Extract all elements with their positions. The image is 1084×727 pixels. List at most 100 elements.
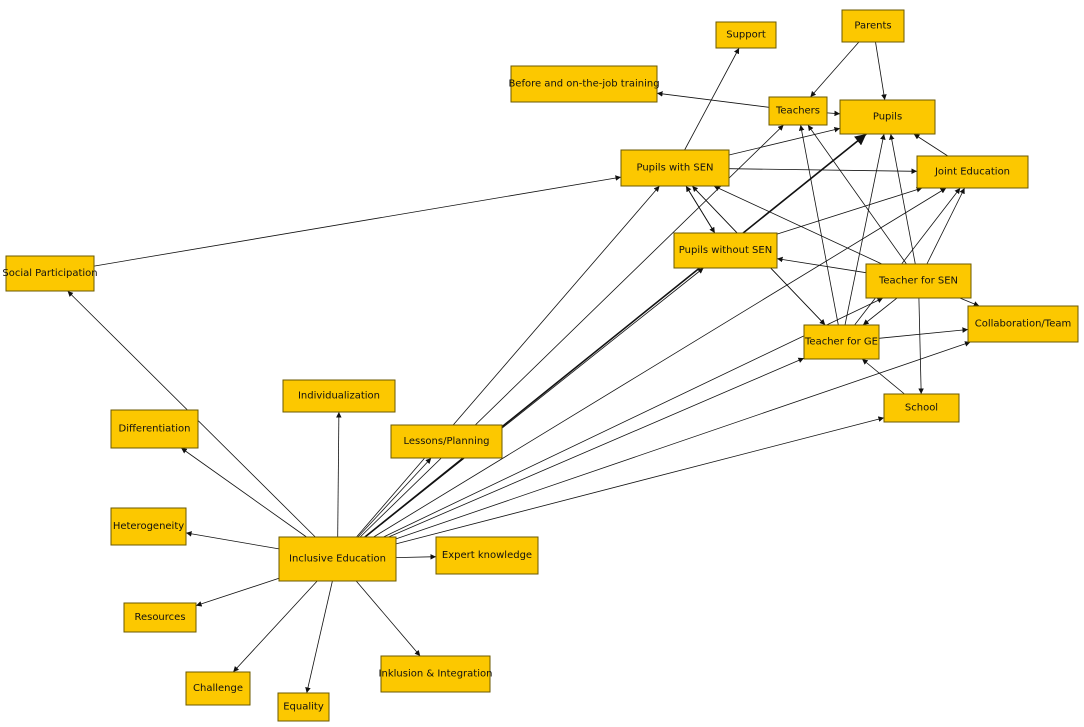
edge-inclusive-to-teachers	[359, 124, 784, 538]
edge-teacher_sen-to-pupils_nosen	[776, 256, 867, 274]
edge-inclusive-to-teacher_ge	[388, 357, 805, 538]
edge-inclusive-to-lessons	[357, 457, 432, 538]
node-box	[510, 65, 658, 103]
node-label: Pupils without SEN	[679, 245, 772, 256]
node-label: Collaboration/Team	[975, 319, 1071, 330]
edge-parents-to-teachers	[810, 41, 860, 98]
edge-inclusive-to-differentiation	[180, 447, 307, 538]
node-label: Inklusion & Integration	[379, 669, 493, 680]
node-box	[435, 536, 539, 575]
node-resources: Resources	[123, 602, 197, 633]
node-label: Parents	[854, 21, 891, 32]
edge-pupils_nosen-to-pupils_sen	[685, 185, 716, 234]
node-box	[277, 692, 330, 722]
node-support: Support	[715, 21, 777, 49]
edge-teacher_sen-to-school	[918, 297, 924, 395]
node-joint: Joint Education	[916, 155, 1029, 189]
node-label: School	[905, 403, 938, 414]
edge-pupils_sen-to-joint	[728, 168, 918, 175]
node-inclusive: Inclusive Education	[278, 536, 397, 582]
edge-teacher_ge-to-collab	[878, 327, 969, 339]
node-label: Teacher for SEN	[878, 276, 958, 287]
node-box	[673, 232, 778, 269]
node-label: Differentiation	[119, 424, 191, 435]
edge-teacher_sen-to-pupils_sen	[713, 185, 883, 265]
node-label: Resources	[134, 612, 185, 623]
node-school: School	[883, 393, 960, 423]
edge-parents-to-pupils	[875, 41, 887, 101]
node-box	[803, 324, 880, 360]
edge-inclusive-to-challenge	[232, 580, 318, 673]
node-parents: Parents	[841, 9, 905, 43]
node-box	[278, 536, 397, 582]
node-box	[715, 21, 777, 49]
node-training: Before and on-the-job training	[508, 65, 660, 103]
node-label: Individualization	[298, 391, 380, 402]
node-teacher-ge: Teacher for GE	[803, 324, 880, 360]
node-pupils: Pupils	[839, 99, 936, 135]
edge-inclusive-to-joint	[373, 187, 947, 538]
node-box	[841, 9, 905, 43]
node-label: Joint Education	[934, 167, 1010, 178]
node-pupils-nosen: Pupils without SEN	[673, 232, 778, 269]
edge-school-to-teacher_ge	[861, 358, 905, 395]
node-box	[967, 305, 1079, 343]
edge-teacher_ge-to-pupils	[844, 133, 886, 326]
node-box	[110, 507, 187, 546]
edge-inclusive-to-heterogeneity	[185, 531, 280, 550]
edge-teacher_sen-to-teacher_ge	[862, 297, 898, 326]
edge-teachers-to-pupils	[826, 110, 841, 117]
node-label: Pupils with SEN	[636, 163, 713, 174]
node-social: Social Participation	[2, 255, 98, 292]
node-label: Before and on-the-job training	[508, 79, 659, 90]
edge-social-to-pupils_sen	[93, 175, 622, 267]
node-heterogeneity: Heterogeneity	[110, 507, 187, 546]
edge-joint-to-pupils	[913, 133, 949, 157]
node-box	[865, 263, 972, 299]
node-inklusion: Inklusion & Integration	[379, 655, 493, 693]
node-label: Challenge	[193, 683, 243, 694]
node-label: Pupils	[873, 112, 902, 123]
node-box	[883, 393, 960, 423]
edge-teachers-to-training	[656, 91, 770, 108]
edge-inclusive-to-school	[395, 416, 885, 545]
node-label: Social Participation	[2, 268, 97, 279]
node-differentiation: Differentiation	[110, 409, 199, 449]
node-box	[123, 602, 197, 633]
edge-teacher_ge-to-joint	[854, 187, 961, 326]
node-teacher-sen: Teacher for SEN	[865, 263, 972, 299]
node-individual: Individualization	[282, 379, 396, 413]
edge-teacher_sen-to-joint	[926, 187, 965, 265]
node-box	[110, 409, 199, 449]
node-label: Support	[726, 30, 766, 41]
node-teachers: Teachers	[768, 96, 828, 126]
edge-inclusive-to-expert	[395, 554, 437, 560]
edge-inclusive-to-teacher_sen	[383, 297, 884, 538]
node-box	[185, 671, 251, 706]
node-challenge: Challenge	[185, 671, 251, 706]
edge-inclusive-to-individual	[336, 411, 342, 538]
edge-pupils_sen-to-support	[684, 47, 740, 151]
node-label: Inclusive Education	[289, 554, 386, 565]
edge-inclusive-to-pupils	[364, 133, 867, 538]
node-equality: Equality	[277, 692, 330, 722]
edge-teacher_ge-to-teachers	[798, 124, 839, 326]
node-box	[5, 255, 95, 292]
node-label: Expert knowledge	[442, 550, 532, 561]
node-lessons: Lessons/Planning	[390, 424, 503, 459]
node-collab: Collaboration/Team	[967, 305, 1079, 343]
node-box	[839, 99, 936, 135]
node-label: Equality	[283, 702, 324, 713]
edge-inclusive-to-collab	[395, 341, 971, 540]
edge-pupils_sen-to-pupils	[728, 126, 841, 156]
node-pupils-sen: Pupils with SEN	[620, 149, 730, 187]
edges-layer	[67, 41, 980, 694]
edge-teacher_sen-to-teachers	[807, 124, 907, 265]
node-box	[916, 155, 1029, 189]
node-box	[768, 96, 828, 126]
edge-pupils_nosen-to-joint	[776, 187, 923, 235]
node-expert: Expert knowledge	[435, 536, 539, 575]
edge-teacher_sen-to-collab	[959, 297, 980, 307]
